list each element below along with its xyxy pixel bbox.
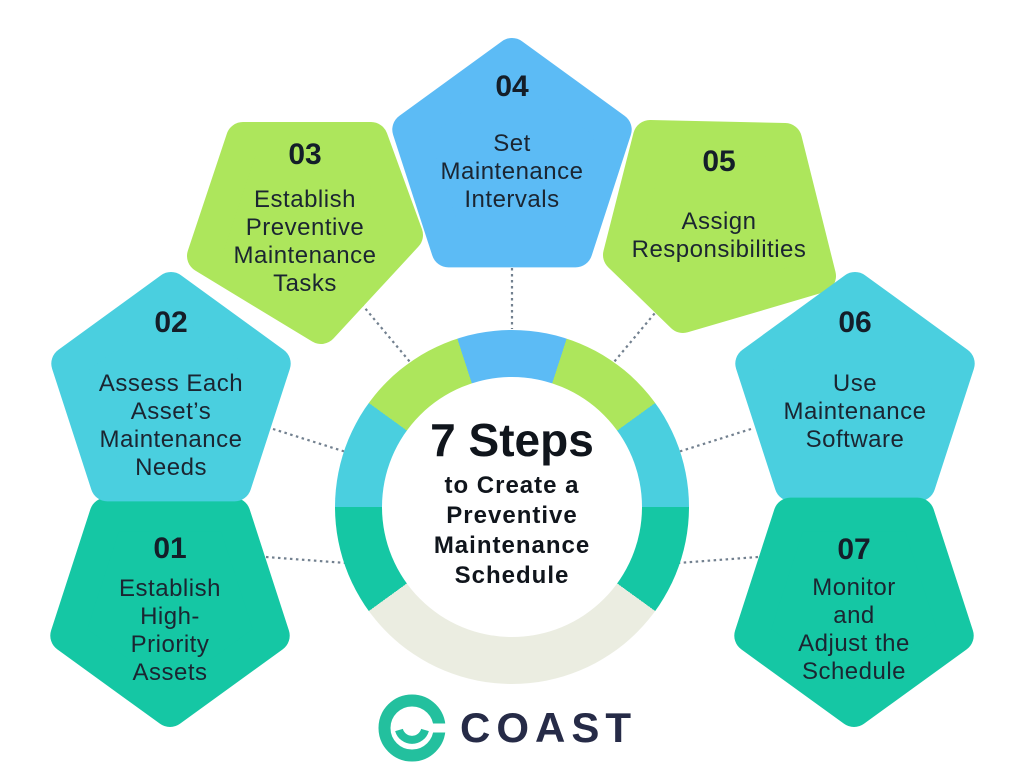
connector-line-03 <box>353 294 411 363</box>
infographic-subtitle: to Create a Preventive Maintenance Sched… <box>433 472 591 589</box>
connector-line-07 <box>677 555 759 565</box>
pentagon-step-02 <box>51 272 291 502</box>
connector-line-01 <box>265 555 347 565</box>
coast-logo-text: COAST <box>460 704 637 751</box>
coast-logo: COAST <box>378 694 637 762</box>
pentagon-step-07 <box>734 497 974 727</box>
infographic-title: 7 Steps <box>430 414 594 466</box>
pentagon-step-04 <box>392 38 632 268</box>
smile-arc <box>395 728 429 744</box>
pentagon-step-03 <box>187 122 423 344</box>
connector-line-06 <box>677 427 752 454</box>
center-circle: 7 Steps to Create a Preventive Maintenan… <box>382 377 642 637</box>
c-gap <box>417 723 446 733</box>
connector-line-05 <box>613 294 671 363</box>
pentagon-step-01 <box>50 497 290 727</box>
pentagon-step-05 <box>603 120 836 333</box>
coast-smile-c-icon <box>378 694 446 762</box>
pentagon-step-06 <box>735 272 975 502</box>
connector-line-02 <box>272 427 347 454</box>
